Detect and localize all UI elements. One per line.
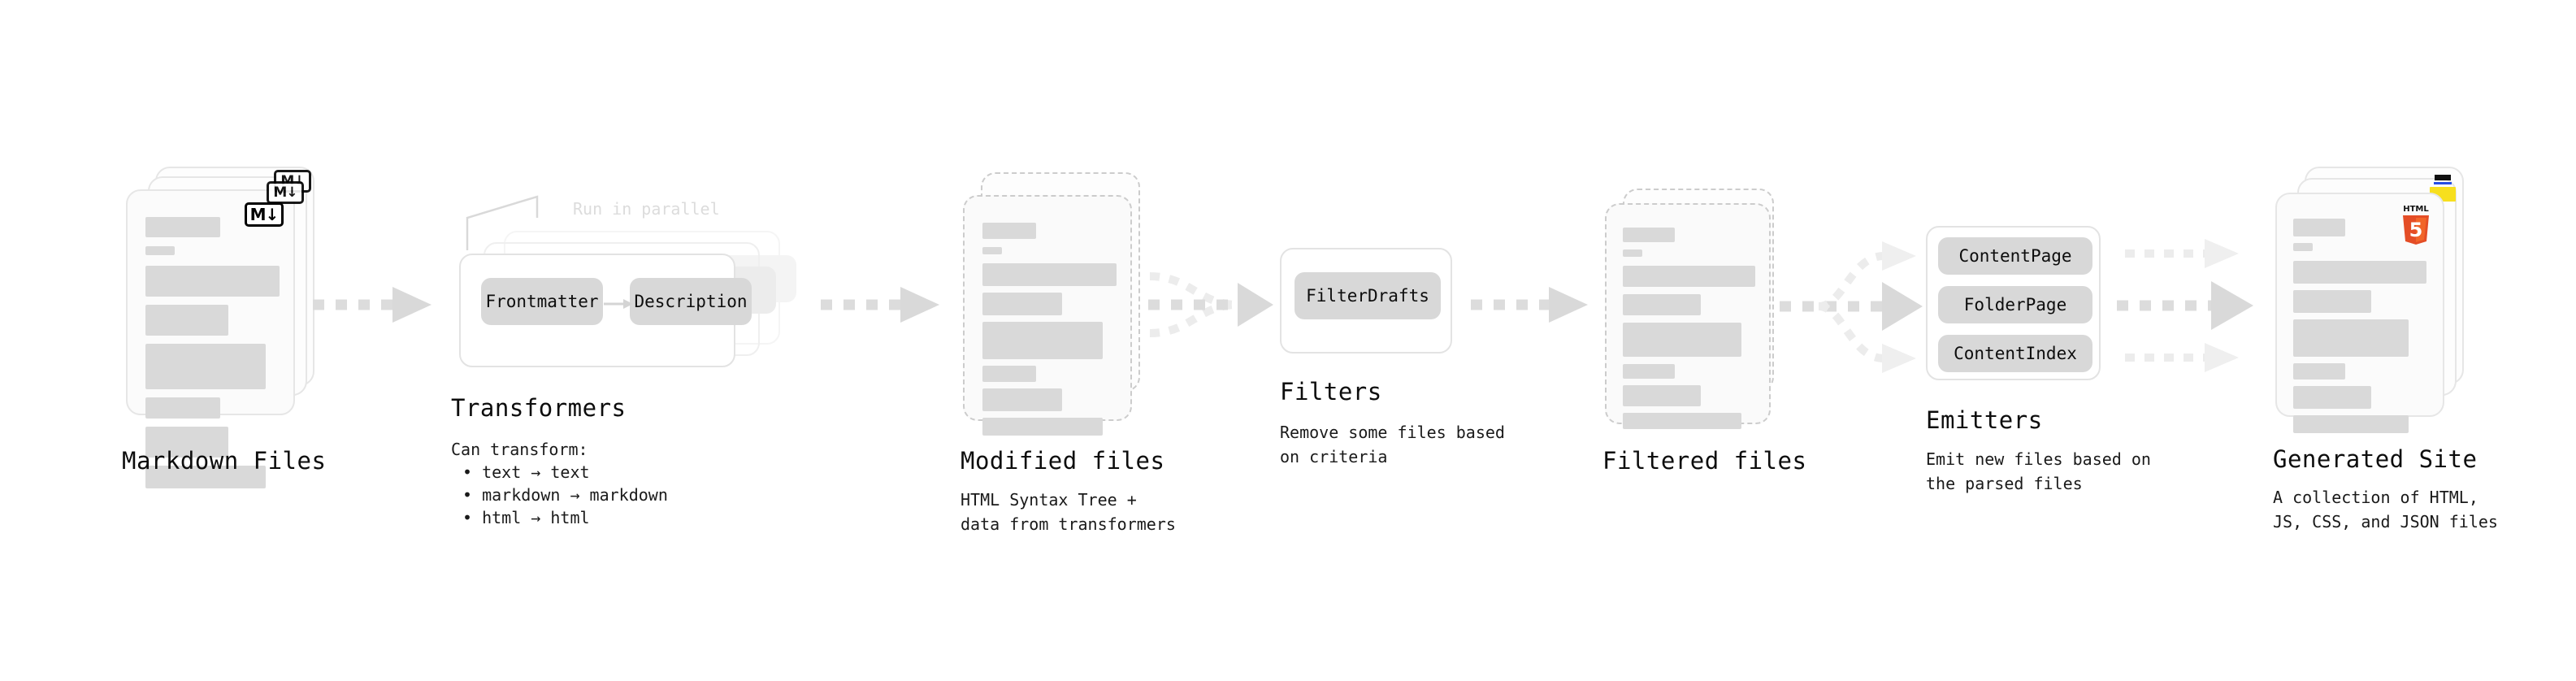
arrow-head-mid — [2211, 281, 2253, 330]
doc-bar — [1623, 266, 1755, 287]
html5-logo-icon: HTML 5 — [2403, 205, 2429, 245]
emitters-card: ContentPage FolderPage ContentIndex — [1926, 226, 2101, 380]
connector-filtered-to-emitters — [1780, 241, 1923, 373]
arrow-head — [392, 287, 432, 323]
modified-file-card-front — [963, 195, 1132, 436]
stage-title: Filters — [1280, 378, 1382, 406]
arrow-head-bottom — [2205, 343, 2239, 372]
doc-bar — [2293, 290, 2371, 313]
doc-bar — [982, 247, 1002, 254]
markdown-file-card-front — [126, 189, 295, 488]
doc-bar — [145, 344, 266, 389]
doc-bar — [1623, 294, 1701, 315]
doc-bar — [145, 266, 280, 297]
doc-bar — [1623, 228, 1675, 242]
doc-bar — [2293, 219, 2345, 236]
connector-md-to-transformers — [313, 287, 432, 323]
css-label — [2435, 175, 2451, 180]
arrow-head-mid — [1882, 282, 1923, 331]
parallel-label: Run in parallel — [573, 199, 720, 219]
stage-subtitle: Can transform: — [451, 440, 588, 459]
transform-bullet-1: • markdown → markdown — [462, 485, 668, 505]
html5-shield-light — [2416, 218, 2426, 242]
emitter-pill-folderpage[interactable]: FolderPage — [1938, 286, 2092, 323]
doc-bar — [2293, 386, 2371, 409]
css-underline — [2434, 182, 2452, 184]
stage-subtitle: Emit new files based on the parsed files — [1926, 449, 2151, 493]
markdown-logo-icon-mid: M↓ — [267, 181, 304, 204]
stage-title: Emitters — [1926, 406, 2043, 434]
arrow-head — [900, 287, 939, 323]
html5-number: 5 — [2409, 219, 2423, 241]
arrow-head — [1549, 287, 1588, 323]
split-line-bottom — [1818, 302, 1884, 362]
filters-card: FilterDrafts — [1280, 248, 1452, 354]
doc-bar — [2293, 243, 2313, 251]
stage-subtitle: Remove some files based on criteria — [1280, 423, 1505, 466]
stage-title: Markdown Files — [122, 447, 327, 475]
site-file-card-front — [2275, 193, 2444, 433]
doc-bar — [145, 246, 175, 255]
doc-bar — [145, 397, 220, 419]
doc-bar — [1623, 364, 1675, 379]
doc-bar — [1623, 323, 1741, 357]
stage-title: Transformers — [451, 394, 627, 422]
css3-logo-icon — [2434, 175, 2452, 184]
stage-title: Generated Site — [2273, 445, 2478, 473]
stage-title: Filtered files — [1602, 447, 1807, 475]
doc-bar — [145, 466, 266, 488]
markdown-logo-icon: M↓ — [245, 202, 284, 227]
transform-bullet-0: • text → text — [462, 462, 590, 482]
doc-bar — [1623, 413, 1741, 429]
transformer-pill-description[interactable]: Description — [630, 278, 752, 325]
stage-subtitle: A collection of HTML, JS, CSS, and JSON … — [2273, 488, 2498, 531]
doc-bar — [2293, 415, 2409, 433]
doc-bar — [2293, 261, 2426, 284]
stage-subtitle: HTML Syntax Tree + data from transformer… — [961, 490, 1176, 534]
arrow-head — [1238, 283, 1273, 327]
split-line-top — [1818, 252, 1884, 310]
bracket-path — [466, 195, 539, 250]
filter-pill-filterdrafts[interactable]: FilterDrafts — [1295, 272, 1441, 319]
doc-bar — [982, 388, 1062, 411]
doc-bar — [145, 305, 228, 336]
html5-caption: HTML — [2403, 205, 2429, 214]
transformer-inner-arrow — [604, 299, 633, 309]
arrow-head-top — [1882, 241, 1916, 271]
doc-bar — [1623, 385, 1701, 406]
doc-bar — [2293, 319, 2409, 357]
transformer-card-front: Frontmatter Description — [459, 254, 752, 367]
transform-bullet-2: • html → html — [462, 508, 590, 527]
emitter-pill-contentindex[interactable]: ContentIndex — [1938, 335, 2092, 372]
transformer-pill-frontmatter[interactable]: Frontmatter — [481, 278, 603, 325]
connector-modified-to-filters — [1148, 272, 1273, 337]
doc-bar — [982, 263, 1117, 286]
inner-arrow-head — [623, 299, 633, 309]
emitter-pill-contentpage[interactable]: ContentPage — [1938, 237, 2092, 275]
connector-filters-to-filtered — [1471, 287, 1588, 323]
connector-transformers-to-modified — [821, 287, 939, 323]
doc-bar — [982, 293, 1062, 315]
doc-bar — [982, 322, 1103, 359]
doc-bar — [1623, 249, 1642, 257]
doc-bar — [145, 427, 228, 458]
doc-bar — [2293, 363, 2345, 380]
doc-bar — [982, 223, 1036, 239]
doc-bar — [145, 217, 220, 237]
filtered-file-card-front — [1605, 203, 1771, 429]
connector-emitters-to-site — [2117, 239, 2253, 372]
arrow-head-top — [2205, 239, 2239, 268]
parallel-bracket — [466, 195, 539, 250]
doc-bar — [982, 366, 1036, 382]
stage-title: Modified files — [961, 447, 1165, 475]
doc-bar — [982, 418, 1103, 436]
arrow-head-bottom — [1882, 344, 1916, 373]
